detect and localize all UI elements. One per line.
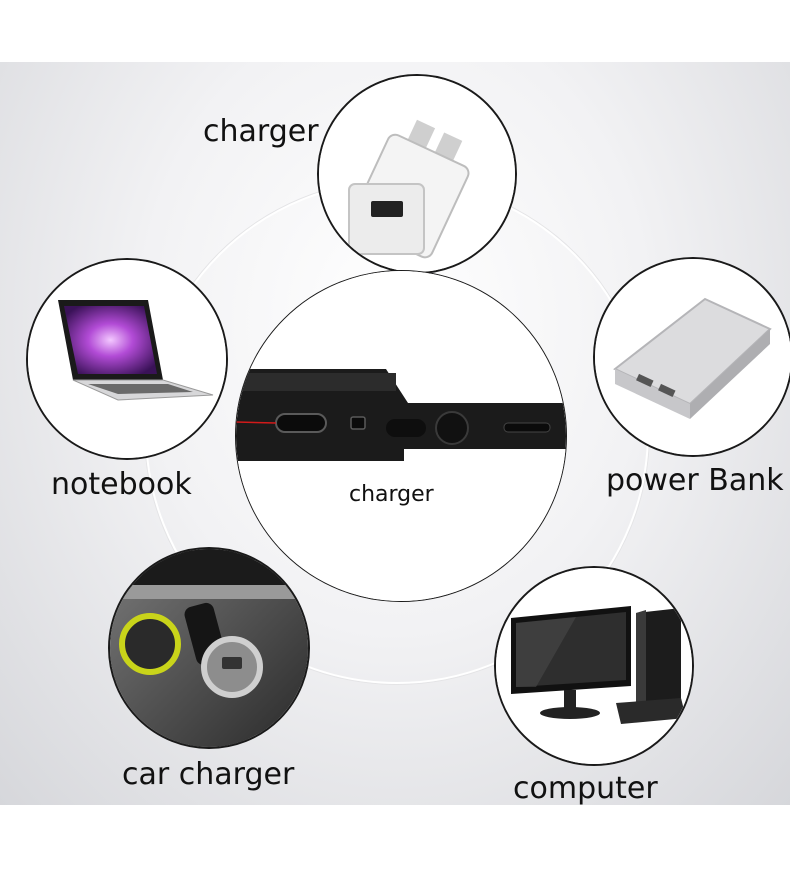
desktop-computer-icon <box>496 568 692 764</box>
power-bank-icon <box>595 259 790 455</box>
power-bank-bubble <box>593 257 790 457</box>
notebook-bubble <box>26 258 228 460</box>
charger-bubble <box>317 74 517 274</box>
label-power-bank: power Bank <box>606 463 784 498</box>
bottom-blank-area <box>0 805 790 880</box>
label-car-charger: car charger <box>122 757 295 792</box>
laptop-icon <box>28 260 226 458</box>
car-charger-bubble <box>108 547 310 749</box>
label-computer: computer <box>513 771 658 806</box>
label-charger: charger <box>203 114 319 149</box>
device-port-panel-icon <box>236 271 566 601</box>
car-socket-icon <box>110 549 308 747</box>
computer-bubble <box>494 566 694 766</box>
label-notebook: notebook <box>51 467 192 502</box>
center-device-bubble <box>235 270 567 602</box>
label-center-charger: charger <box>349 482 434 507</box>
wall-charger-icon <box>319 76 515 272</box>
